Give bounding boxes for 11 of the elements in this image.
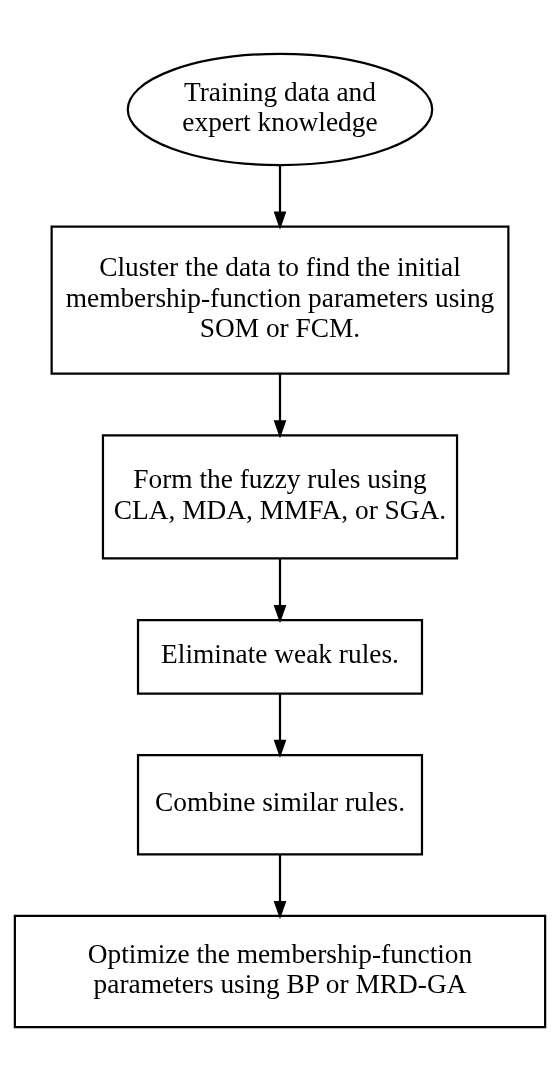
node-box: Eliminate weak rules. bbox=[136, 618, 424, 695]
node-ellipse: Training data and expert knowledge bbox=[126, 52, 434, 166]
arrow bbox=[273, 373, 287, 438]
node-box: Form the fuzzy rules using CLA, MDA, MMFA, or SGA. bbox=[101, 433, 459, 560]
node-box: Optimize the membership-function parameters using BP or MRD-GA bbox=[13, 914, 547, 1028]
arrow bbox=[273, 693, 287, 758]
node-box: Combine similar rules. bbox=[136, 753, 424, 855]
arrow bbox=[273, 558, 287, 623]
node-box: Cluster the data to find the initial membership-function parameters using SOM or FCM. bbox=[50, 225, 510, 375]
arrow bbox=[273, 854, 287, 919]
arrow bbox=[273, 164, 287, 230]
